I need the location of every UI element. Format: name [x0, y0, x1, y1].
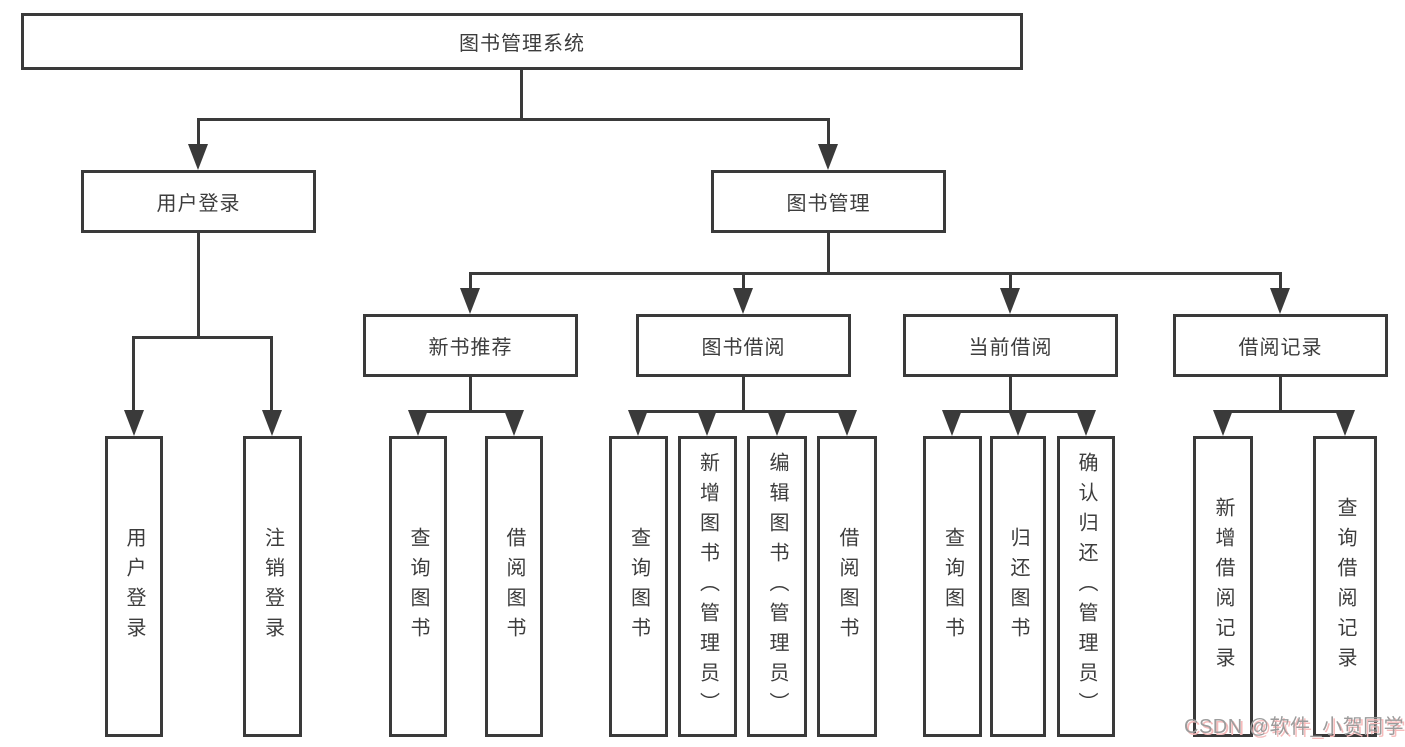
arrow-down-icon	[1213, 410, 1233, 436]
arrow-down-icon	[262, 410, 282, 436]
node-label: 图书管理系统	[459, 33, 585, 55]
leaf-add-borrow-record: 新增借阅记录	[1193, 436, 1253, 737]
leaf-query-books-2: 查询图书	[609, 436, 668, 737]
connector-line	[197, 233, 200, 339]
node-label: 借阅记录	[1238, 337, 1323, 359]
arrow-down-icon	[188, 144, 208, 170]
node-book-management: 图书管理	[711, 170, 946, 233]
node-label: 用户登录	[123, 526, 145, 647]
arrow-down-icon	[460, 288, 480, 314]
leaf-query-borrow-record: 查询借阅记录	[1313, 436, 1377, 737]
connector-line	[469, 377, 472, 410]
node-current-borrowing: 当前借阅	[903, 314, 1118, 377]
node-label: 查询借阅记录	[1334, 496, 1356, 677]
arrow-down-icon	[697, 410, 717, 436]
node-label: 注销登录	[261, 526, 284, 647]
arrow-down-icon	[408, 410, 428, 436]
connector-line	[827, 121, 830, 148]
leaf-logout: 注销登录	[243, 436, 302, 737]
connector-line	[827, 233, 830, 272]
arrow-down-icon	[1270, 288, 1290, 314]
node-label: 查询图书	[941, 526, 964, 647]
leaf-edit-book-admin: 编辑图书（管理员）	[747, 436, 807, 737]
connector-line	[520, 70, 523, 118]
arrow-down-icon	[733, 288, 753, 314]
node-label: 新书推荐	[428, 337, 513, 359]
connector-line	[197, 118, 830, 121]
arrow-down-icon	[1008, 410, 1028, 436]
connector-line	[469, 275, 472, 292]
leaf-confirm-return-admin: 确认归还（管理员）	[1057, 436, 1115, 737]
leaf-query-books-3: 查询图书	[923, 436, 982, 737]
connector-line	[742, 377, 745, 410]
connector-line	[469, 272, 1282, 275]
connector-line	[416, 410, 516, 413]
arrow-down-icon	[1335, 410, 1355, 436]
connector-line	[132, 339, 135, 415]
node-label: 借阅图书	[836, 526, 858, 647]
node-label: 用户登录	[156, 193, 241, 215]
leaf-return-book: 归还图书	[990, 436, 1046, 737]
node-label: 图书借阅	[701, 337, 786, 359]
connector-line	[1009, 377, 1012, 410]
connector-line	[637, 410, 849, 413]
connector-line	[1279, 377, 1282, 410]
arrow-down-icon	[818, 144, 838, 170]
node-user-login: 用户登录	[81, 170, 316, 233]
arrow-down-icon	[1000, 288, 1020, 314]
node-library-system: 图书管理系统	[21, 13, 1023, 70]
node-borrow-records: 借阅记录	[1173, 314, 1388, 377]
connector-line	[1279, 275, 1282, 292]
leaf-add-book-admin: 新增图书（管理员）	[678, 436, 737, 737]
node-label: 图书管理	[786, 193, 871, 215]
connector-line	[1221, 410, 1347, 413]
node-label: 确认归还（管理员）	[1075, 451, 1097, 722]
node-label: 归还图书	[1007, 526, 1029, 647]
connector-line	[742, 275, 745, 292]
arrow-down-icon	[504, 410, 524, 436]
node-label: 新增借阅记录	[1212, 496, 1234, 677]
csdn-watermark: CSDN @软件_小贺同学	[1184, 716, 1405, 738]
node-label: 新增图书（管理员）	[696, 451, 719, 722]
arrow-down-icon	[837, 410, 857, 436]
leaf-user-login: 用户登录	[105, 436, 163, 737]
node-label: 借阅图书	[503, 526, 525, 647]
connector-line	[132, 336, 273, 339]
connector-line	[197, 121, 200, 148]
arrow-down-icon	[1076, 410, 1096, 436]
leaf-borrow-books-2: 借阅图书	[817, 436, 877, 737]
leaf-borrow-books-1: 借阅图书	[485, 436, 543, 737]
node-label: 编辑图书（管理员）	[766, 451, 788, 722]
node-label: 当前借阅	[968, 337, 1053, 359]
node-label: 查询图书	[627, 526, 650, 647]
node-new-book-recommend: 新书推荐	[363, 314, 578, 377]
node-label: 查询图书	[407, 526, 429, 647]
connector-line	[270, 339, 273, 415]
arrow-down-icon	[942, 410, 962, 436]
arrow-down-icon	[767, 410, 787, 436]
leaf-query-books-1: 查询图书	[389, 436, 447, 737]
arrow-down-icon	[124, 410, 144, 436]
arrow-down-icon	[628, 410, 648, 436]
node-book-borrowing: 图书借阅	[636, 314, 851, 377]
connector-line	[1009, 275, 1012, 292]
